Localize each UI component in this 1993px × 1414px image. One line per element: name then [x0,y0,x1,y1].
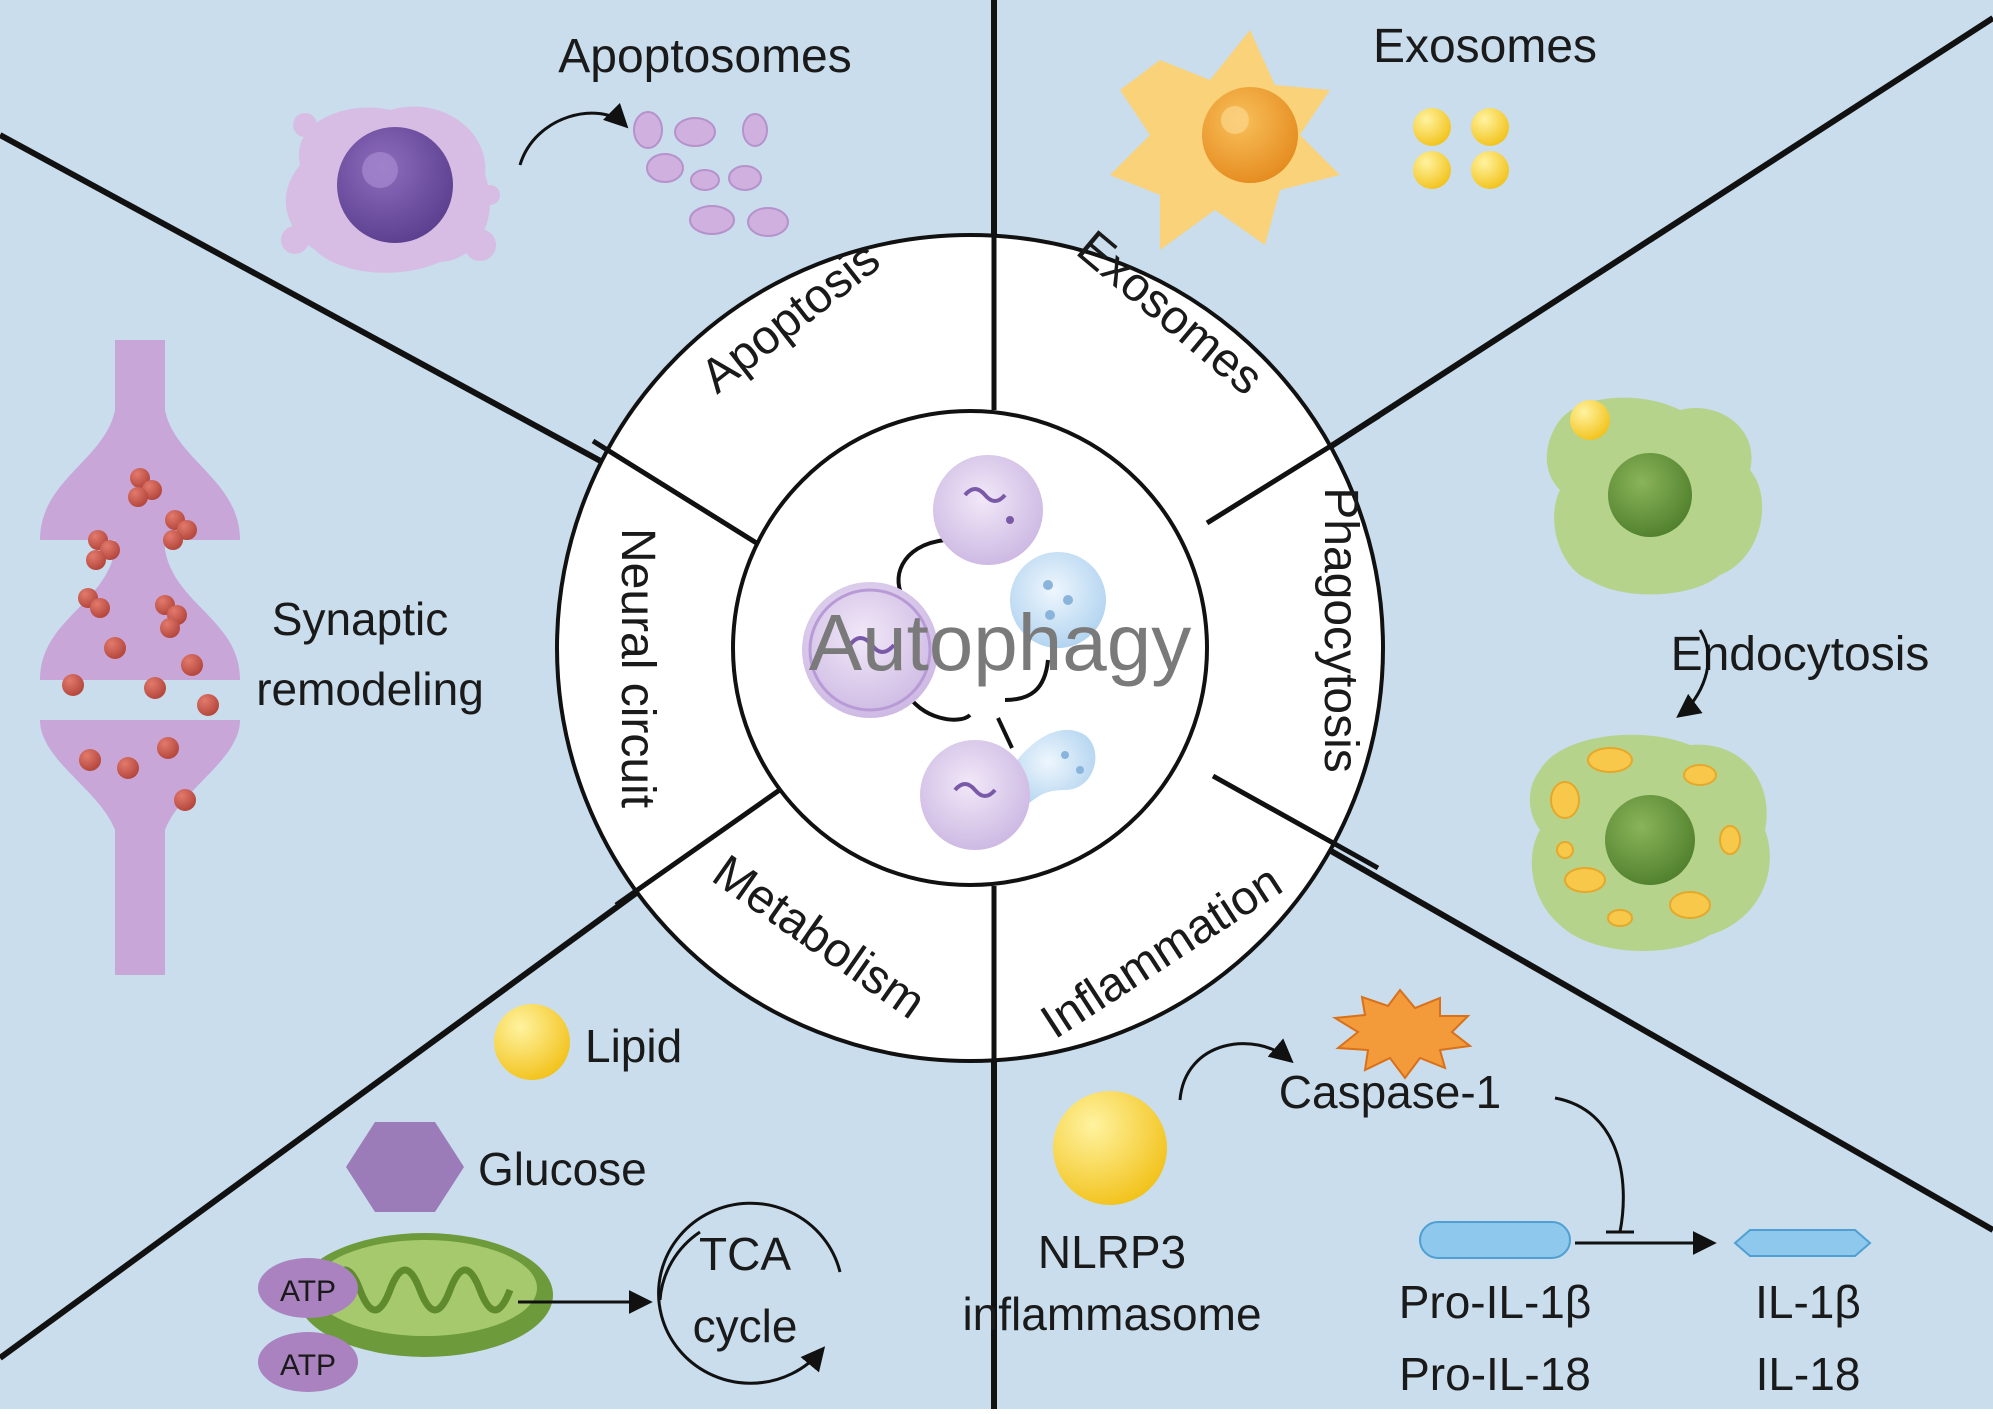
caspase-1-label: Caspase-1 [1279,1066,1501,1118]
mitochondrion-icon [297,1233,553,1357]
nlrp3-label-line2: inflammasome [962,1288,1261,1340]
endocytosis-arrow [1676,629,1710,718]
ring-label-phagocytosis: Phagocytosis [1314,487,1367,773]
mature-cytokine-icon [1733,1229,1872,1257]
neurotransmitter-vesicles-icon [62,468,219,811]
il18-label: IL-18 [1756,1348,1861,1400]
nlrp3-to-caspase-arrow [1178,1038,1294,1101]
atp-label-2: ATP [280,1349,336,1382]
tca-label-line1: TCA [699,1228,791,1280]
apoptosomes-caption: Apoptosomes [558,30,852,83]
glucose-icon [346,1122,464,1212]
ring-label-neural-circuit: Neural circuit [611,528,664,808]
pro-il18-label: Pro-IL-18 [1399,1348,1591,1400]
apoptosis-arrow [518,102,629,166]
tca-cycle-arc [658,1230,701,1301]
tca-label-line2: cycle [693,1300,798,1352]
exosomes-caption: Exosomes [1373,20,1597,73]
apoptotic-bodies-icon [633,111,789,237]
phagocyte-icon [1546,397,1763,595]
nlrp3-label-line1: NLRP3 [1038,1226,1186,1278]
caspase-cleavage-arc [1554,1096,1625,1233]
phagocyte-with-vesicles-icon [1529,734,1770,952]
endocytosis-caption: Endocytosis [1671,628,1930,681]
center-title: Autophagy [809,598,1192,687]
synaptic-label-line1: Synaptic [272,593,448,645]
il1b-label: IL-1β [1755,1276,1861,1328]
atp-icon-1 [258,1258,358,1318]
lipid-label: Lipid [585,1020,682,1072]
exosome-vesicles-icon [1413,108,1509,189]
atp-icon-2 [258,1332,358,1392]
pro-il1b-label: Pro-IL-1β [1399,1276,1592,1328]
lipid-icon [494,1004,570,1080]
caspase-1-icon [1331,988,1473,1080]
tca-cycle-arrow [657,1201,842,1385]
ring-dividers [591,236,1381,1062]
synapse-icon [40,340,240,975]
glucose-label: Glucose [478,1143,647,1195]
exosome-secreting-cell-icon [1110,30,1340,250]
atp-label-1: ATP [280,1275,336,1308]
apoptotic-cell-icon [281,106,500,273]
synaptic-label-line2: remodeling [256,663,484,715]
autophagy-cells-icon [802,455,1106,850]
pro-cytokine-icon [1419,1221,1571,1259]
nlrp3-inflammasome-icon [1053,1091,1167,1205]
